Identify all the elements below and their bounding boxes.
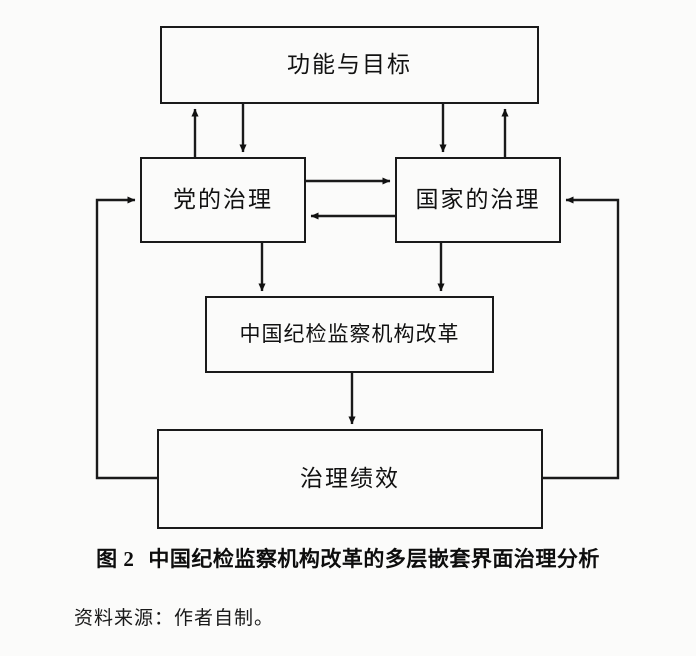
node-governance-performance[interactable]: 治理绩效 [157,429,543,529]
edge-performance-to-state-feedback [543,196,620,480]
node-discipline-reform-label: 中国纪检监察机构改革 [239,321,460,346]
figure-caption: 图 2 中国纪检监察机构改革的多层嵌套界面治理分析 [0,543,696,573]
node-function-goal[interactable]: 功能与目标 [160,26,539,104]
node-party-governance[interactable]: 党的治理 [140,157,306,243]
node-discipline-reform[interactable]: 中国纪检监察机构改革 [205,296,494,373]
node-state-governance[interactable]: 国家的治理 [395,157,561,243]
node-function-goal-label: 功能与目标 [287,52,412,78]
node-governance-performance-label: 治理绩效 [300,466,400,492]
figure-caption-number: 图 2 [96,547,135,571]
figure-source-note: 资料来源：作者自制。 [74,608,275,629]
figure-caption-title: 中国纪检监察机构改革的多层嵌套界面治理分析 [148,547,600,571]
edge-performance-to-party-feedback [95,196,157,480]
diagram-connectors [95,104,620,480]
diagram-canvas: 功能与目标 党的治理 国家的治理 中国纪检监察机构改革 治理绩效 [95,26,620,529]
node-party-governance-label: 党的治理 [173,187,273,213]
node-state-governance-label: 国家的治理 [415,187,541,213]
